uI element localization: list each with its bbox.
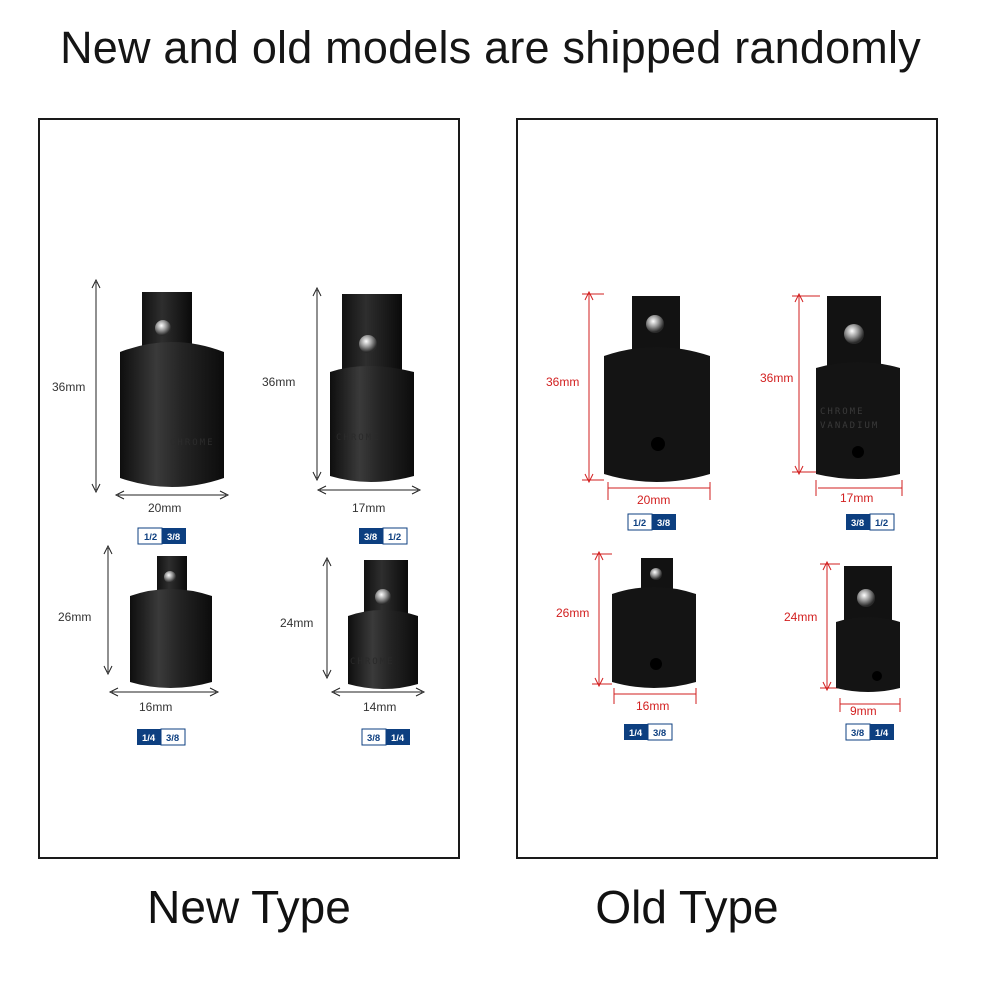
new-1-drive-a: 1/2: [144, 532, 157, 543]
old-1-width: 20mm: [637, 493, 670, 507]
old-adapter-1: [582, 290, 711, 500]
old-adapter-3: [592, 550, 697, 704]
new-adapter-2: CHROME: [312, 286, 422, 495]
old-3-drive-a: 1/4: [629, 728, 643, 739]
old-2-width: 17mm: [840, 491, 873, 505]
old-2-drive-badge: 3/8 1/2: [846, 513, 895, 531]
new-4-width: 14mm: [363, 700, 396, 714]
old-3-drive-b: 3/8: [653, 728, 666, 739]
new-2-height: 36mm: [262, 375, 295, 389]
old-4-drive-b: 1/4: [875, 728, 889, 739]
new-1-emboss: CHROME: [170, 438, 215, 448]
new-4-height: 24mm: [280, 616, 313, 630]
new-4-drive-badge: 3/8 1/4: [361, 728, 410, 746]
new-type-caption: New Type: [147, 881, 351, 933]
old-2-height: 36mm: [760, 371, 793, 385]
old-1-drive-badge: 1/2 3/8: [627, 513, 676, 531]
new-4-drive-a: 3/8: [367, 733, 380, 744]
old-1-drive-a: 1/2: [633, 518, 646, 529]
new-1-height: 36mm: [52, 380, 85, 394]
new-3-height: 26mm: [58, 610, 91, 624]
old-type-caption: Old Type: [595, 881, 779, 933]
old-4-width: 9mm: [850, 704, 877, 718]
new-1-drive-badge: 1/2 3/8: [137, 527, 186, 545]
old-1-height: 36mm: [546, 375, 579, 389]
new-adapter-1: CHROME: [91, 278, 230, 500]
new-3-width: 16mm: [139, 700, 172, 714]
new-adapter-3: [103, 544, 220, 697]
new-1-drive-b: 3/8: [167, 532, 180, 543]
old-adapter-2: CHROME VANADIUM: [792, 292, 903, 496]
new-2-drive-a: 3/8: [364, 532, 377, 543]
old-3-height: 26mm: [556, 606, 589, 620]
headline: New and old models are shipped randomly: [60, 22, 921, 73]
old-2-emboss-1: CHROME: [820, 407, 865, 417]
new-3-drive-a: 1/4: [142, 733, 156, 744]
old-2-emboss-2: VANADIUM: [820, 421, 879, 431]
old-3-width: 16mm: [636, 699, 669, 713]
new-2-drive-badge: 3/8 1/2: [359, 527, 408, 545]
old-1-drive-b: 3/8: [657, 518, 670, 529]
new-3-drive-badge: 1/4 3/8: [137, 728, 186, 746]
old-4-drive-badge: 3/8 1/4: [845, 723, 894, 741]
new-2-emboss: CHROME: [336, 433, 381, 443]
old-4-height: 24mm: [784, 610, 817, 624]
new-2-width: 17mm: [352, 501, 385, 515]
new-2-drive-b: 1/2: [388, 532, 401, 543]
new-1-width: 20mm: [148, 501, 181, 515]
old-adapter-4: [820, 560, 901, 712]
old-2-drive-a: 3/8: [851, 518, 864, 529]
old-4-drive-a: 3/8: [851, 728, 864, 739]
old-2-drive-b: 1/2: [875, 518, 888, 529]
new-4-emboss: CHROME: [350, 657, 395, 667]
new-4-drive-b: 1/4: [391, 733, 405, 744]
new-adapter-4: CHROME: [322, 556, 426, 697]
new-3-drive-b: 3/8: [166, 733, 179, 744]
old-3-drive-badge: 1/4 3/8: [624, 723, 673, 741]
